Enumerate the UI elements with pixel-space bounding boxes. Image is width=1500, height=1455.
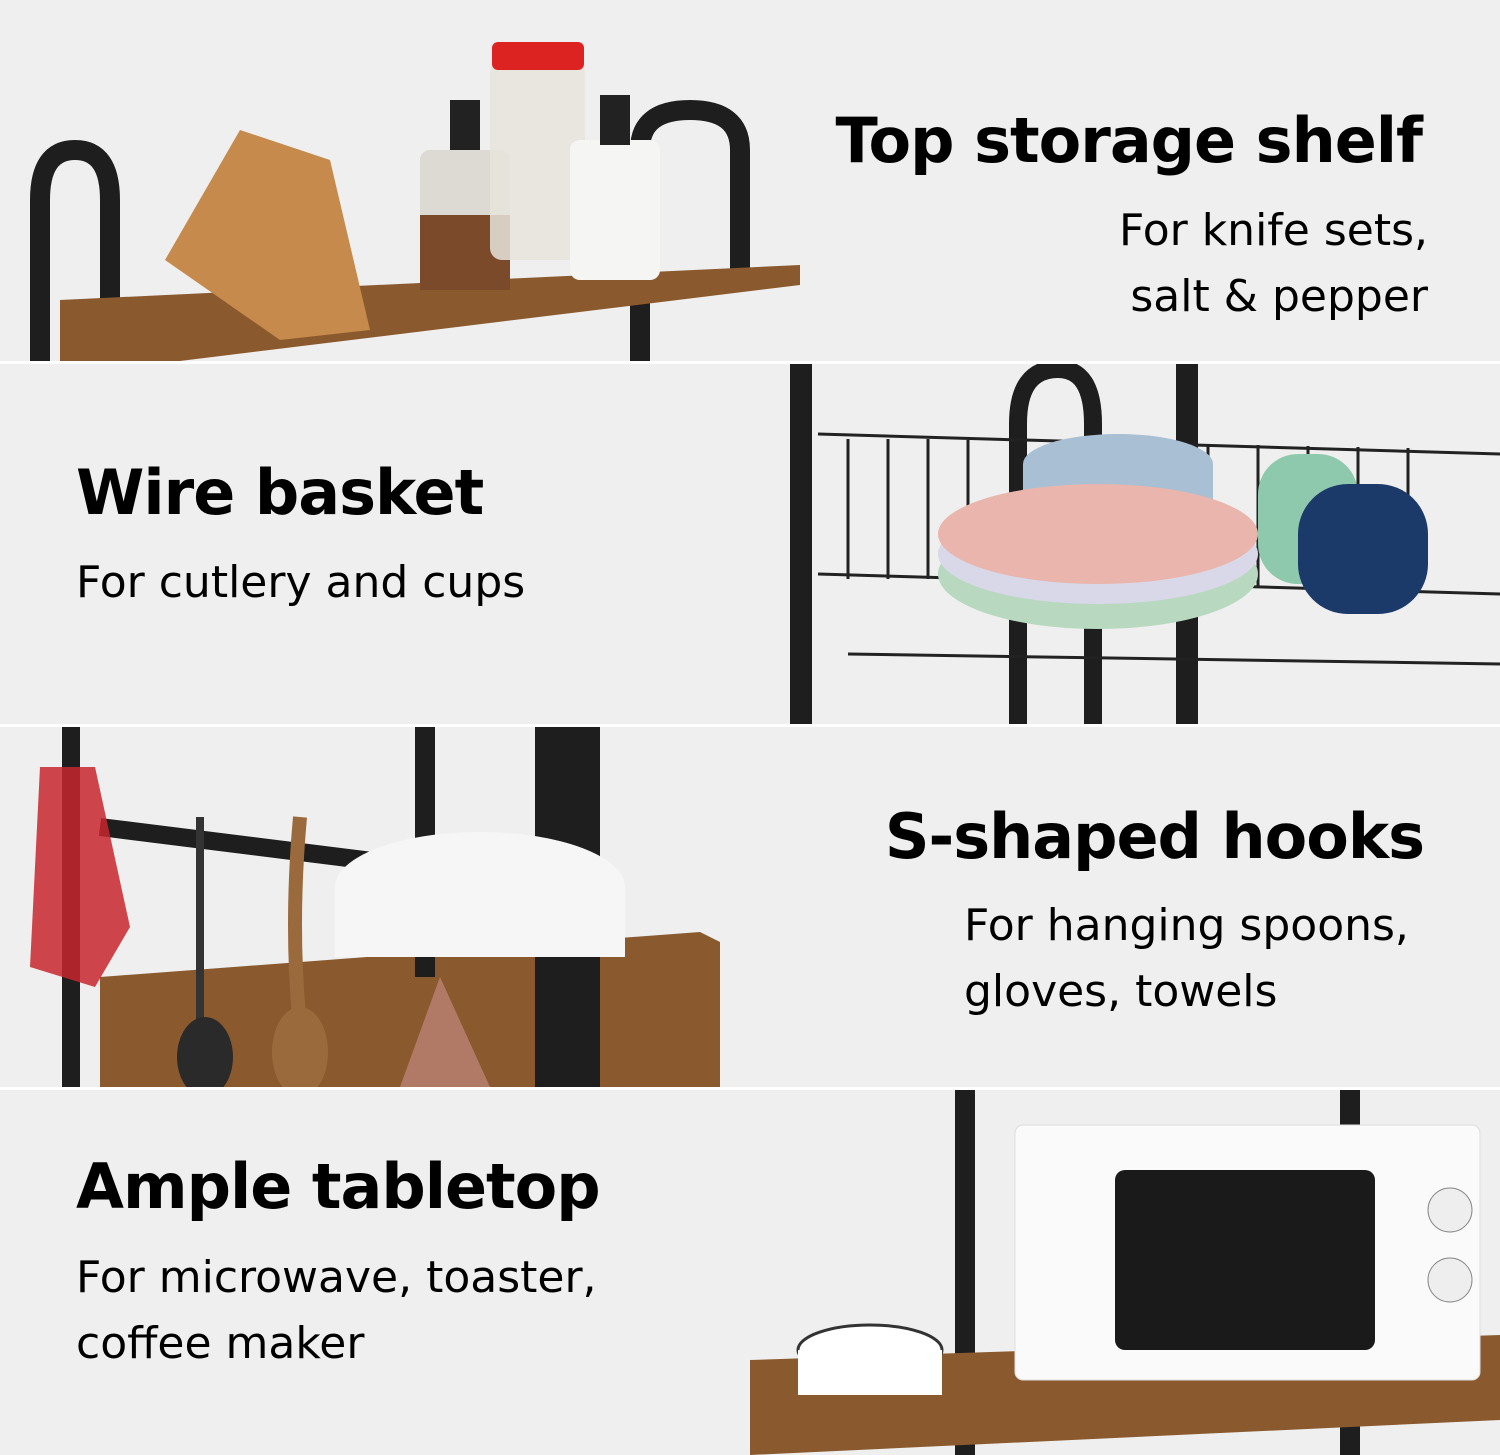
section-title: Wire basket bbox=[76, 456, 484, 529]
subtitle-line: For hanging spoons, bbox=[964, 900, 1409, 951]
section-title: Ample tabletop bbox=[76, 1150, 601, 1223]
subtitle-line: For cutlery and cups bbox=[76, 557, 526, 608]
subtitle-line: gloves, towels bbox=[964, 966, 1278, 1017]
subtitle-line: For microwave, toaster, bbox=[76, 1252, 597, 1303]
section-wire-basket: Wire basket For cutlery and cups bbox=[0, 364, 1500, 724]
subtitle-line: salt & pepper bbox=[1130, 271, 1428, 322]
section-title: S-shaped hooks bbox=[884, 800, 1425, 873]
wire-basket-image bbox=[790, 364, 1500, 724]
section-s-shaped-hooks: S-shaped hooks For hanging spoons, glove… bbox=[0, 727, 1500, 1087]
subtitle-line: For knife sets, bbox=[1118, 205, 1428, 256]
section-ample-tabletop: Ample tabletop For microwave, toaster, c… bbox=[0, 1090, 1500, 1455]
top-shelf-image bbox=[30, 42, 800, 361]
tabletop-image bbox=[750, 1090, 1500, 1455]
section-title: Top storage shelf bbox=[835, 104, 1423, 177]
s-hooks-image bbox=[30, 727, 720, 1087]
section-top-storage-shelf: Top storage shelf For knife sets, salt &… bbox=[0, 0, 1500, 361]
subtitle-line: coffee maker bbox=[76, 1318, 365, 1369]
